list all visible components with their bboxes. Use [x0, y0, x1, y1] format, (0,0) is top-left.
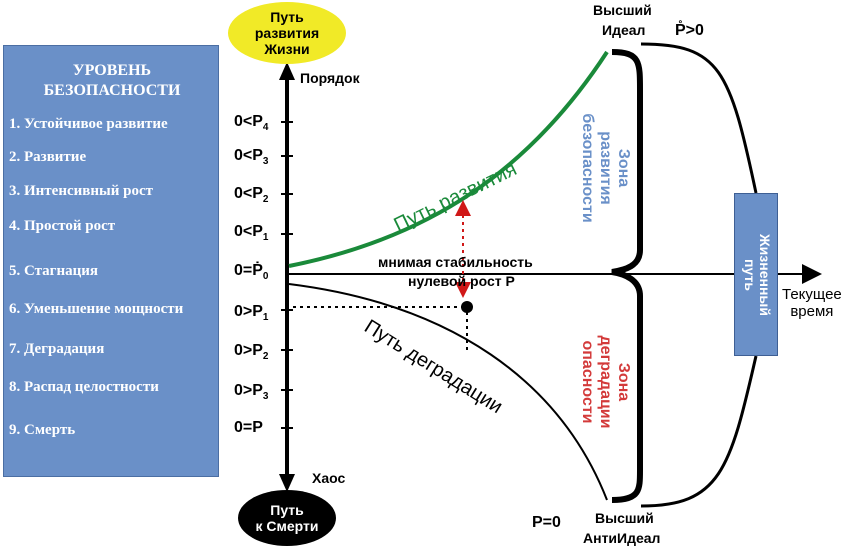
p-level-3: 0<P2	[234, 185, 269, 206]
level-item-5: 5. Стагнация	[9, 263, 99, 279]
safety-zone-label: Зона развития безопасности	[578, 113, 632, 222]
lifeline-upper-arc	[640, 42, 758, 194]
degradation-path-label: Путь деградации	[360, 316, 506, 419]
lifeline-box: Жизненный путь	[734, 193, 778, 356]
safety-zone-line2: развития	[597, 131, 614, 205]
p-positive-condition: P̊>0	[675, 22, 704, 39]
p-zero-label: P=0	[532, 514, 561, 531]
p-level-5: 0=Ṗ0	[234, 262, 269, 283]
p-level-8: 0>P3	[234, 382, 269, 403]
time-label-line1: Текущее	[782, 286, 842, 303]
axis-ticks	[281, 121, 293, 429]
time-label: Текущее время	[782, 286, 842, 320]
order-label: Порядок	[300, 70, 360, 86]
panel-title-line2: БЕЗОПАСНОСТИ	[43, 82, 181, 99]
lifeline-line1: Жизненный	[757, 234, 773, 316]
p-level-7: 0>P2	[234, 342, 269, 363]
axis-up-arrow	[279, 62, 295, 80]
p-level-4: 0<P1	[234, 223, 269, 244]
p-level-1: 0<P4	[234, 113, 269, 134]
level-item-8: 8. Распад целостности	[9, 379, 159, 395]
danger-zone-line1: Зона	[615, 362, 632, 402]
death-path-oval: Путь к Смерти	[238, 490, 336, 546]
p-level-9: 0=P	[234, 419, 263, 436]
ideal-label-line2: Идеал	[602, 22, 646, 38]
danger-zone-line3: опасности	[579, 340, 596, 424]
stability-label-line2: нулевой рост P	[408, 273, 515, 289]
safety-zone-line3: безопасности	[579, 113, 596, 223]
stability-label-line1: мнимая стабильность	[378, 254, 533, 270]
time-label-line2: время	[790, 303, 834, 320]
lifeline-line2: путь	[742, 259, 758, 291]
level-item-6: 6. Уменьшение мощности	[9, 301, 184, 317]
death-oval-line2: к Смерти	[255, 518, 319, 534]
degradation-curve	[288, 283, 608, 501]
axis-down-arrow	[279, 474, 295, 492]
p-level-2: 0<P3	[234, 147, 269, 168]
level-item-7: 7. Деградация	[9, 341, 105, 357]
development-path-label: Путь развития	[391, 158, 521, 236]
panel-title-line1: УРОВЕНЬ	[72, 62, 152, 79]
zone-brace	[611, 49, 643, 503]
death-oval-line1: Путь	[270, 502, 304, 518]
level-item-9: 9. Смерть	[9, 422, 76, 438]
p-level-6: 0>P1	[234, 303, 269, 324]
stability-point	[461, 301, 473, 313]
level-item-3: 3. Интенсивный рост	[9, 183, 153, 199]
danger-zone-label: Зона деградации опасности	[578, 336, 632, 429]
anti-ideal-line2: АнтиИдеал	[583, 530, 661, 546]
safety-levels-panel: УРОВЕНЬ БЕЗОПАСНОСТИ 1. Устойчивое разви…	[3, 45, 219, 477]
safety-zone-line1: Зона	[615, 148, 632, 188]
level-item-1: 1. Устойчивое развитие	[9, 116, 168, 132]
lifeline-label: Жизненный путь	[742, 215, 773, 335]
life-path-oval: Путь развития Жизни	[228, 2, 346, 64]
lifeline-lower-arc	[640, 355, 758, 508]
level-item-2: 2. Развитие	[9, 149, 87, 165]
danger-zone-line2: деградации	[597, 335, 614, 429]
chaos-label: Хаос	[312, 470, 346, 486]
anti-ideal-line1: Высший	[595, 510, 654, 526]
life-oval-line2: развития	[254, 25, 320, 41]
level-item-4: 4. Простой рост	[9, 218, 116, 234]
life-oval-line3: Жизни	[264, 41, 310, 57]
life-oval-line1: Путь	[270, 9, 304, 25]
ideal-label-line1: Высший	[593, 2, 652, 18]
development-curve	[288, 50, 609, 268]
